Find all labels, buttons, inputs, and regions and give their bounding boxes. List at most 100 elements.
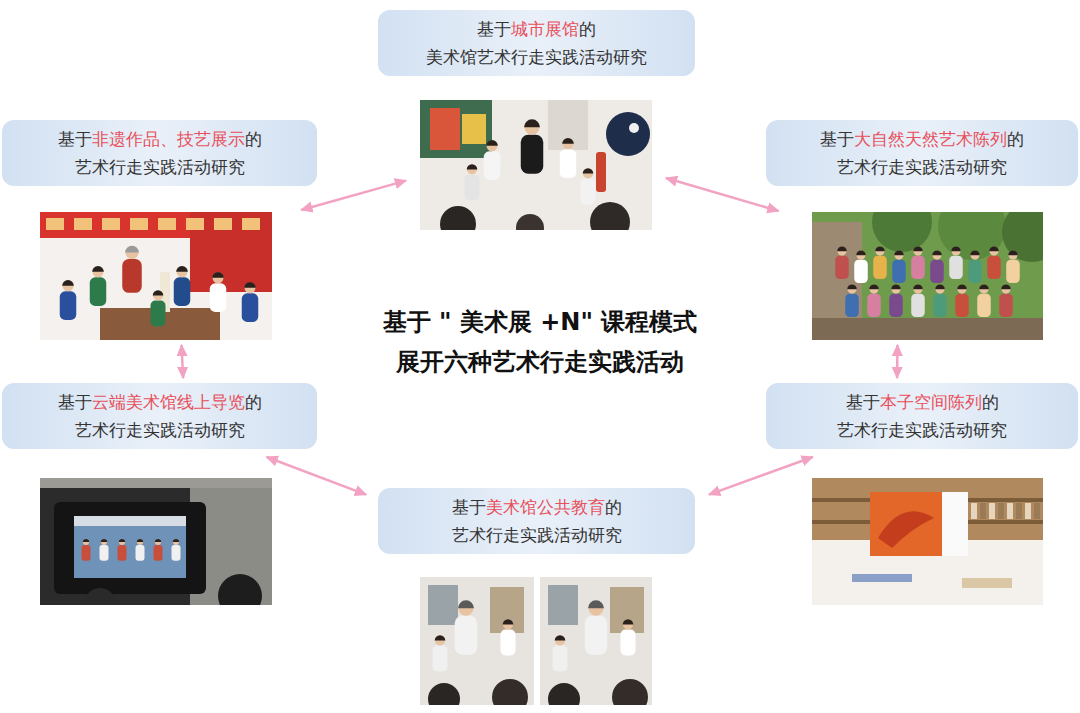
photo-shape: [420, 100, 492, 158]
person-head: [63, 280, 74, 291]
person-body: [845, 294, 859, 317]
person-body: [955, 294, 969, 317]
person-head: [1002, 285, 1011, 294]
photo-shape: [962, 578, 1012, 588]
activity-box: 基于云端美术馆线上导览的 艺术行走实践活动研究: [2, 383, 317, 449]
person-hair: [155, 539, 161, 542]
photo-shape: [812, 318, 1043, 340]
person-hair: [1001, 284, 1011, 289]
person-hair: [503, 619, 514, 624]
person-hair: [847, 284, 857, 289]
photo-shape: [852, 574, 912, 582]
person-head: [487, 140, 498, 151]
person-hair: [588, 600, 604, 608]
person-hair: [869, 284, 879, 289]
photo-shape: [1016, 503, 1022, 519]
person-body: [82, 545, 91, 561]
photo-shape: [440, 206, 476, 230]
photo: [540, 577, 652, 705]
person-head: [126, 246, 139, 259]
person-hair: [1008, 250, 1018, 255]
person-body: [999, 294, 1013, 317]
person-body: [977, 294, 991, 317]
person-hair: [932, 250, 942, 255]
person-hair: [856, 250, 866, 255]
person-hair: [623, 619, 634, 624]
person-hair: [951, 246, 961, 251]
person-body: [455, 616, 478, 655]
photo-shape: [998, 503, 1004, 519]
double-arrow: [182, 345, 184, 378]
photo-illustration: [540, 577, 652, 705]
person-hair: [173, 539, 179, 542]
photo-shape: [428, 683, 460, 705]
person-head: [137, 539, 143, 545]
person-hair: [101, 539, 107, 542]
photo-shape: [596, 152, 606, 192]
person-body: [521, 135, 544, 174]
photo: [812, 212, 1043, 340]
activity-box: 基于本子空间陈列的 艺术行走实践活动研究: [766, 383, 1078, 449]
activity-box: 基于非遗作品、技艺展示的 艺术行走实践活动研究: [2, 120, 317, 186]
person-body: [433, 646, 448, 672]
photo-shape: [878, 511, 934, 548]
person-hair: [524, 119, 540, 127]
person-head: [1009, 251, 1018, 260]
photo-shape: [1034, 503, 1040, 519]
person-hair: [562, 138, 574, 144]
photo-shape: [610, 587, 644, 633]
person-hair: [435, 635, 446, 640]
double-arrow: [896, 345, 899, 378]
photo-shape: [428, 585, 458, 625]
photo-shape: [1007, 503, 1013, 519]
person-head: [213, 272, 224, 283]
photo-shape: [548, 683, 580, 705]
photo-shape: [1025, 503, 1031, 519]
person-body: [987, 256, 1001, 279]
person-head: [525, 120, 540, 135]
person-head: [101, 539, 107, 545]
person-head: [153, 291, 163, 301]
person-body: [154, 545, 163, 561]
person-body: [968, 260, 982, 283]
person-head: [503, 620, 513, 630]
person-hair: [935, 284, 945, 289]
photo-illustration: [40, 212, 272, 340]
person-body: [930, 260, 944, 283]
person-body: [911, 294, 925, 317]
person-head: [589, 601, 604, 616]
person-head: [914, 247, 923, 256]
person-head: [958, 285, 967, 294]
diagram-title: 基于 " 美术展 +N" 课程模式 展开六种艺术行走实践活动: [330, 302, 750, 382]
person-body: [484, 151, 501, 180]
person-head: [952, 247, 961, 256]
photo: [420, 100, 652, 230]
photo-shape: [1002, 212, 1043, 262]
person-body: [854, 260, 868, 283]
person-body: [581, 179, 596, 205]
person-body: [210, 283, 227, 312]
photo-shape: [214, 218, 232, 230]
person-hair: [92, 266, 104, 272]
activity-label: 基于城市展馆的 美术馆艺术行走实践活动研究: [390, 15, 683, 71]
photo-shape: [158, 218, 176, 230]
person-body: [553, 646, 568, 672]
photo-shape: [462, 114, 486, 144]
person-head: [563, 138, 574, 149]
photo-shape: [942, 492, 968, 556]
person-hair: [125, 246, 139, 253]
person-head: [914, 285, 923, 294]
photo-shape: [84, 588, 116, 605]
person-head: [467, 165, 477, 175]
person-hair: [979, 284, 989, 289]
person-body: [1006, 260, 1020, 283]
person-hair: [913, 284, 923, 289]
person-hair: [153, 290, 164, 295]
person-hair: [83, 539, 89, 542]
person-head: [848, 285, 857, 294]
photo-shape: [812, 478, 1043, 605]
person-body: [136, 545, 145, 561]
person-body: [174, 277, 191, 306]
person-body: [892, 260, 906, 283]
